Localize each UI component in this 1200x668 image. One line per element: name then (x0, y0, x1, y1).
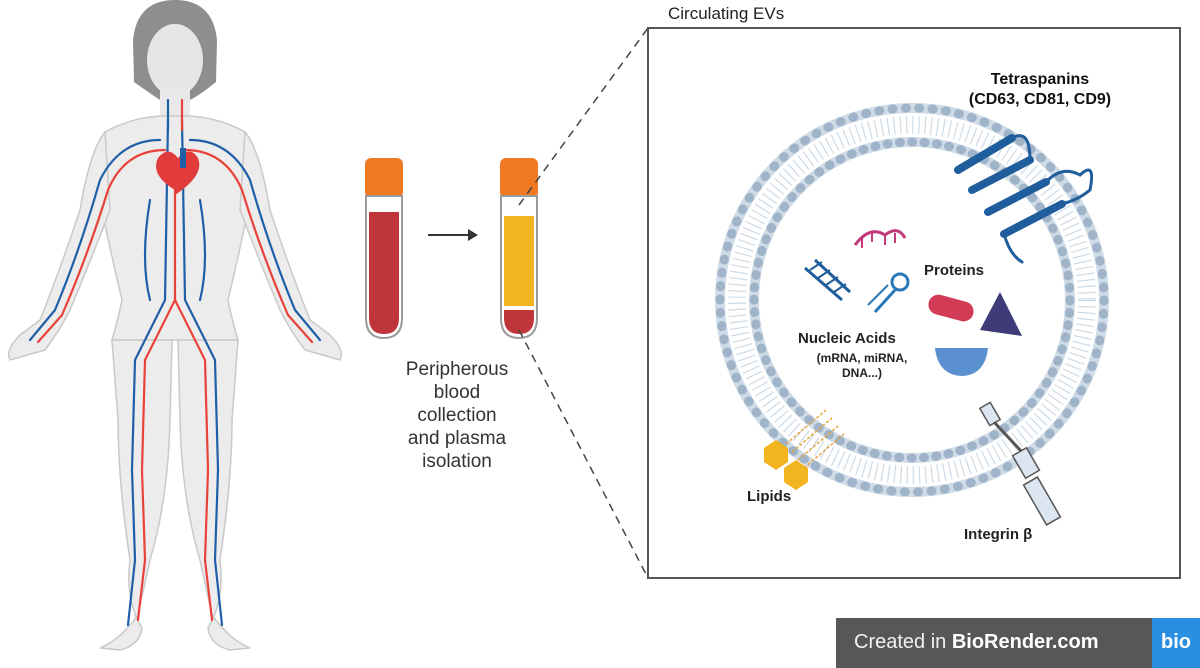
blood-tube-whole (365, 158, 403, 340)
human-body-figure (8, 0, 342, 651)
nucleic-acids-label: Nucleic Acids (798, 330, 896, 347)
caption-line: Peripherous (405, 359, 509, 380)
biorender-badge[interactable]: Created in BioRender.com bio (836, 618, 1200, 668)
nucleic-acids-sublabel: (mRNA, miRNA, DNA...) (800, 351, 924, 381)
caption-line: and plasma (407, 428, 507, 449)
integrin-label: Integrin β (964, 526, 1033, 543)
lipid-molecules (764, 409, 845, 490)
nucleic-acids-sublabel-line2: DNA...) (842, 366, 882, 380)
biorender-badge-text: Created in BioRender.com (854, 631, 1099, 654)
zoom-line-top (518, 27, 649, 206)
biorender-logo-icon: bio (1152, 618, 1200, 668)
blood-tube-separated (500, 158, 538, 340)
badge-prefix: Created in (854, 631, 952, 653)
caption-line: isolation (422, 451, 492, 472)
integrin-beta-protein (978, 401, 1062, 526)
lipids-label: Lipids (747, 488, 792, 505)
nucleic-acid-icons (804, 229, 910, 314)
processing-arrow-icon (428, 229, 478, 241)
caption-line: collection (417, 405, 497, 426)
zoom-line-bottom (518, 329, 649, 579)
proteins-label: Proteins (924, 262, 985, 279)
caption-line: blood (433, 382, 481, 403)
blood-collection-caption: Peripherous blood collection and plasma … (372, 358, 542, 473)
protein-shapes (928, 292, 1022, 376)
nucleic-acids-sublabel-line1: (mRNA, miRNA, (816, 351, 908, 365)
ev-membrane (715, 103, 1109, 497)
tetraspanins-label-line2: (CD63, CD81, CD9) (968, 91, 1112, 108)
panel-title: Circulating EVs (668, 4, 785, 23)
badge-brand-name: BioRender.com (951, 631, 1099, 653)
tetraspanins-label: Tetraspanins (CD63, CD81, CD9) (930, 70, 1150, 110)
tetraspanins-label-line1: Tetraspanins (990, 71, 1090, 88)
tetraspanin-protein (954, 134, 1094, 264)
